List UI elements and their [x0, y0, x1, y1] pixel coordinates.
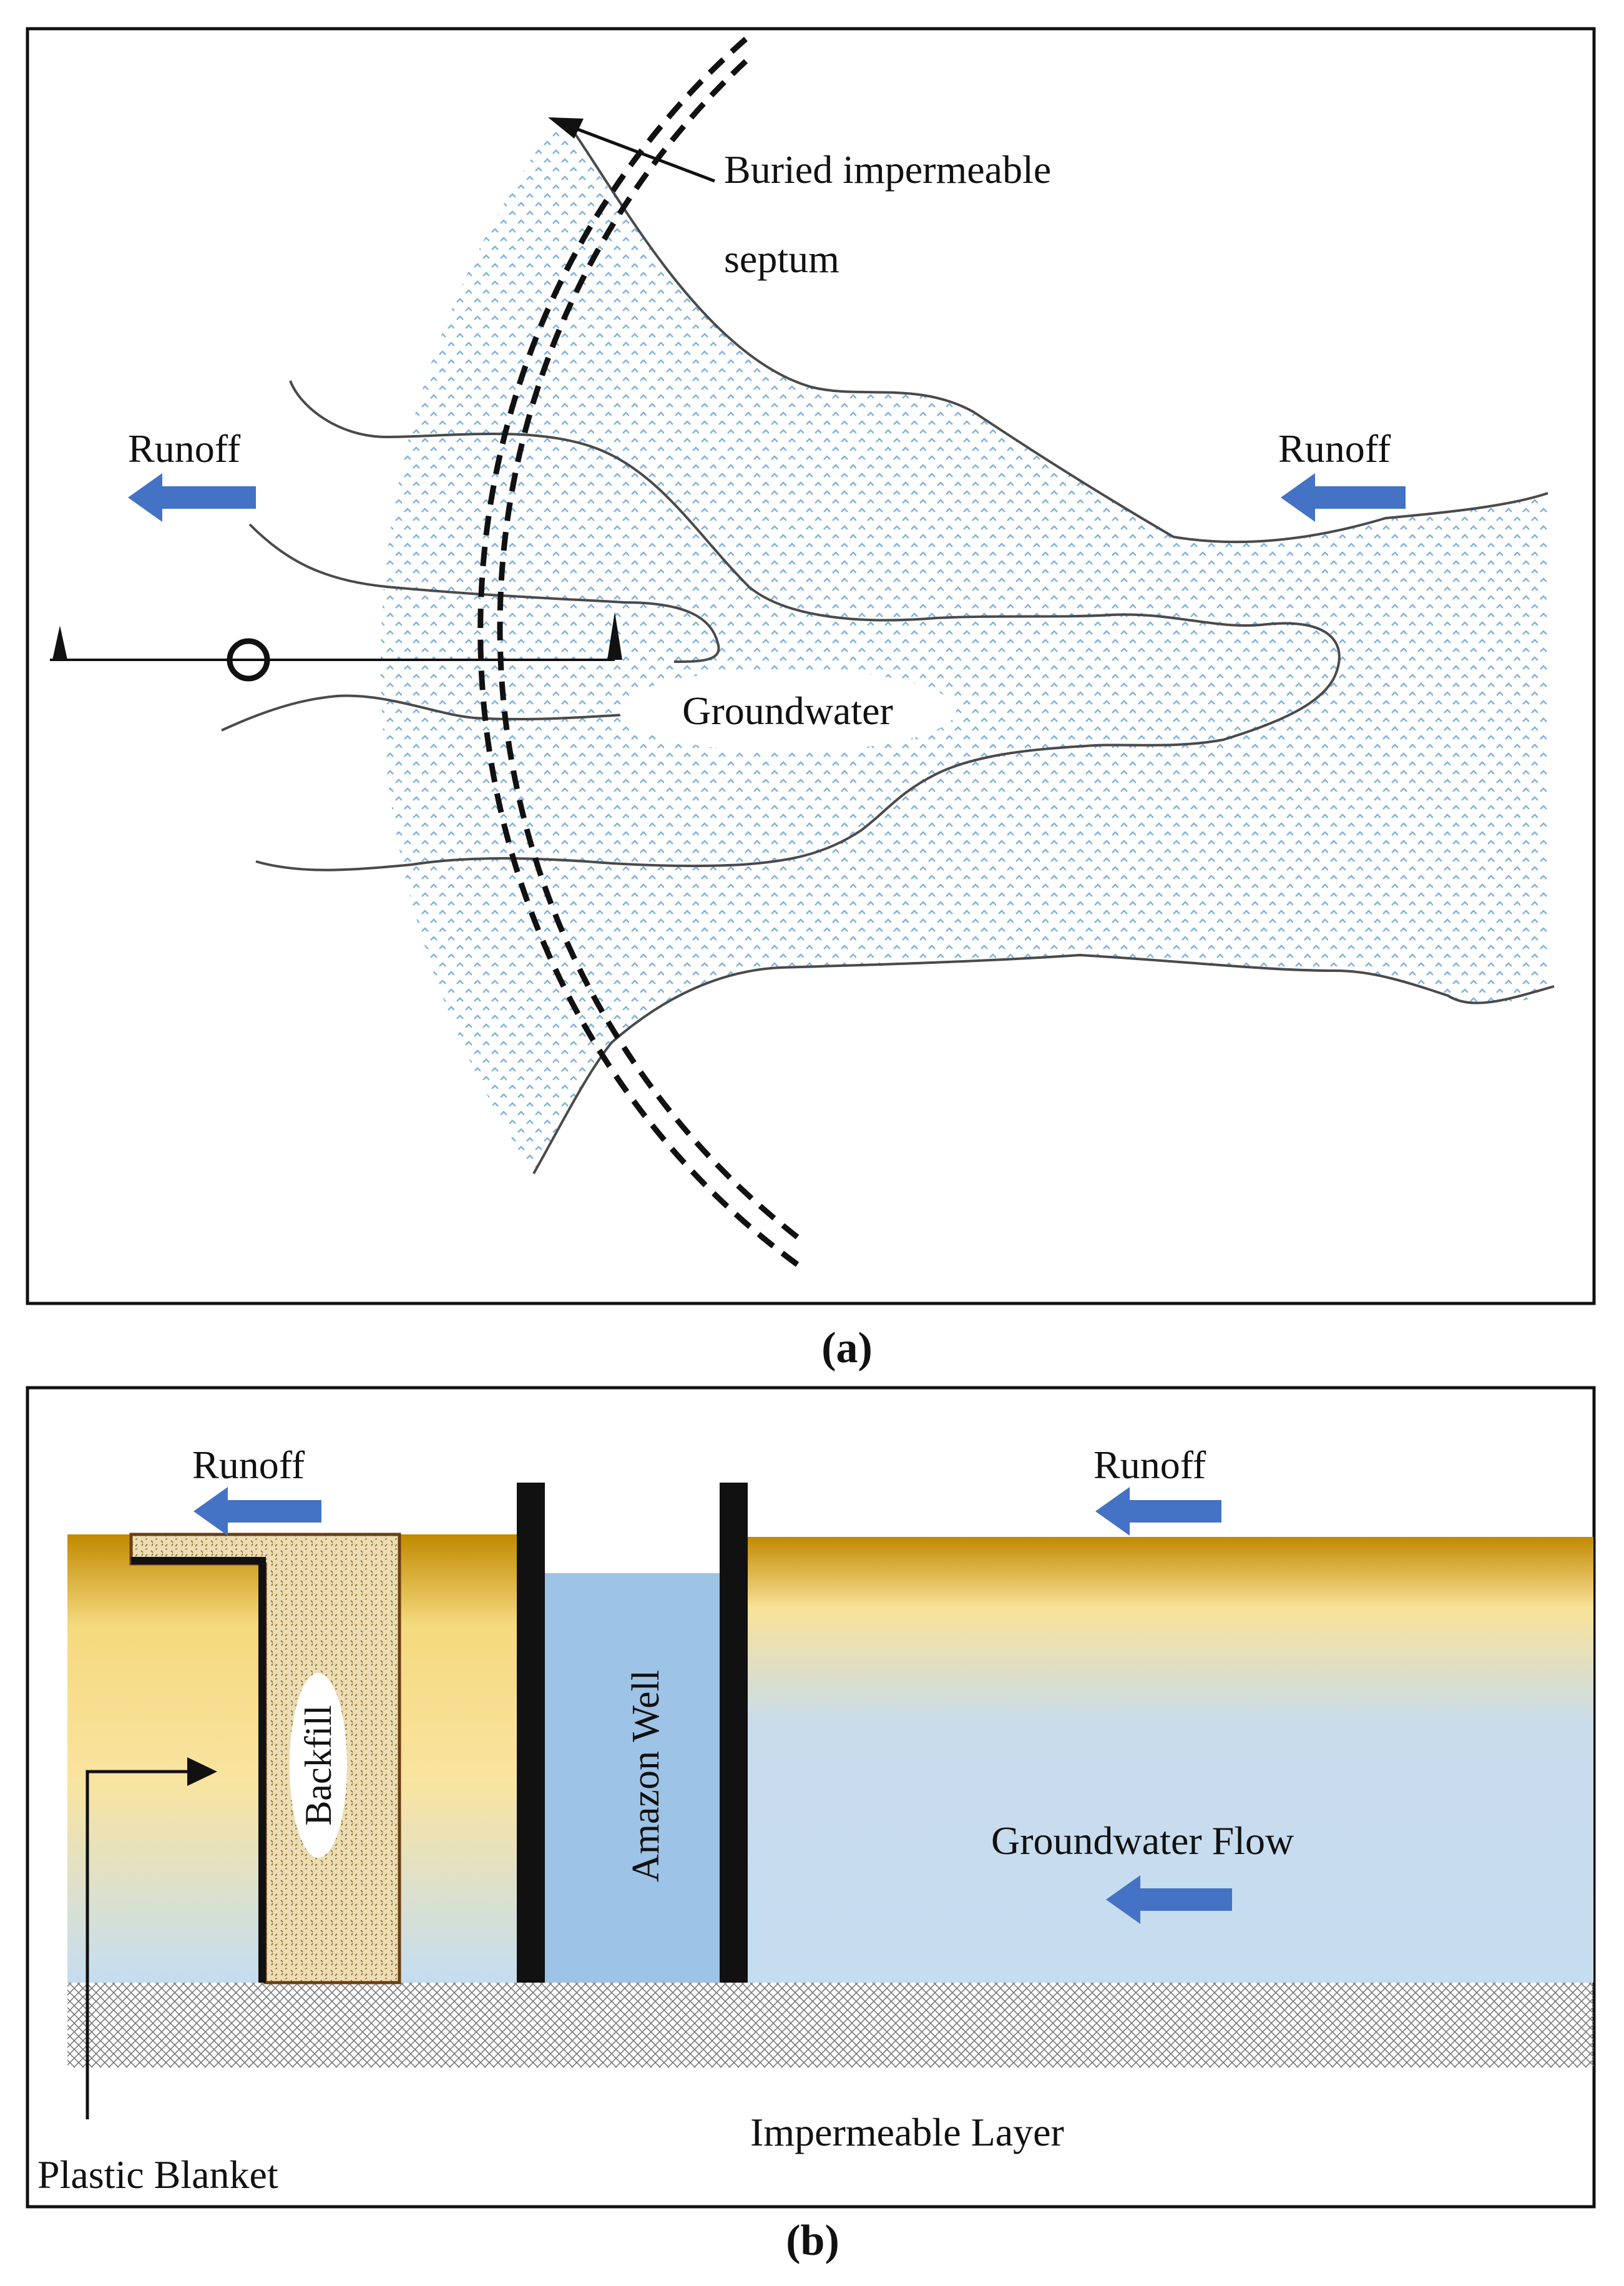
septum-label-line2: septum	[724, 237, 839, 281]
upper-boundary	[564, 117, 1548, 544]
plastic-blanket-label: Plastic Blanket	[37, 2152, 278, 2197]
groundwater-flow-arrow	[1106, 1875, 1232, 1924]
well-location-circle	[227, 638, 270, 682]
runoff-arrow-left	[128, 473, 256, 522]
soil-right	[746, 1537, 1593, 1983]
stream-1	[255, 380, 1341, 871]
buried-impermeable-septum	[477, 36, 800, 1267]
well-wall-right	[720, 1483, 748, 1983]
septum-inner-arc	[477, 36, 800, 1267]
runoff-arrow-left-b	[193, 1487, 321, 1536]
runoff-label-right-b: Runoff	[1093, 1443, 1206, 1487]
amazon-well-label: Amazon Well	[625, 1670, 667, 1882]
groundwater-area	[380, 124, 1548, 1174]
section-marker-left	[52, 625, 67, 660]
backfill-label-bg	[290, 1673, 347, 1858]
runoff-label-right: Runoff	[1278, 426, 1391, 471]
groundwater-label: Groundwater	[682, 689, 893, 733]
groundwater-label-bg	[619, 669, 956, 752]
section-line	[50, 612, 622, 682]
runoff-arrow-right	[1281, 473, 1406, 522]
panel-a: Buried impermeable septum Runoff Runoff …	[26, 27, 1596, 1305]
caption-a: (a)	[821, 1324, 873, 1372]
stream-2	[248, 523, 720, 663]
caption-b: (b)	[786, 2217, 839, 2265]
runoff-label-left: Runoff	[128, 426, 241, 471]
septum-pointer	[548, 117, 715, 183]
runoff-label-left-b: Runoff	[192, 1443, 305, 1487]
impermeable-layer-label: Impermeable Layer	[750, 2110, 1064, 2154]
groundwater-flow-label: Groundwater Flow	[991, 1818, 1294, 1863]
backfill-label: Backfill	[298, 1705, 339, 1825]
runoff-arrow-right-b	[1095, 1487, 1221, 1536]
stream-3	[221, 694, 625, 732]
panel-b: Runoff Runoff Groundwater Flow Impermeab…	[26, 1386, 1596, 2209]
septum-label-line1: Buried impermeable	[724, 147, 1051, 192]
well-water	[545, 1573, 720, 1983]
section-marker-right	[607, 612, 622, 660]
plastic-blanket	[131, 1557, 266, 1983]
plastic-blanket-pointer	[86, 1757, 217, 2119]
impermeable-layer-hatch	[67, 1983, 1593, 2068]
septum-outer-arc	[497, 59, 800, 1240]
well-wall-left	[517, 1483, 545, 1983]
